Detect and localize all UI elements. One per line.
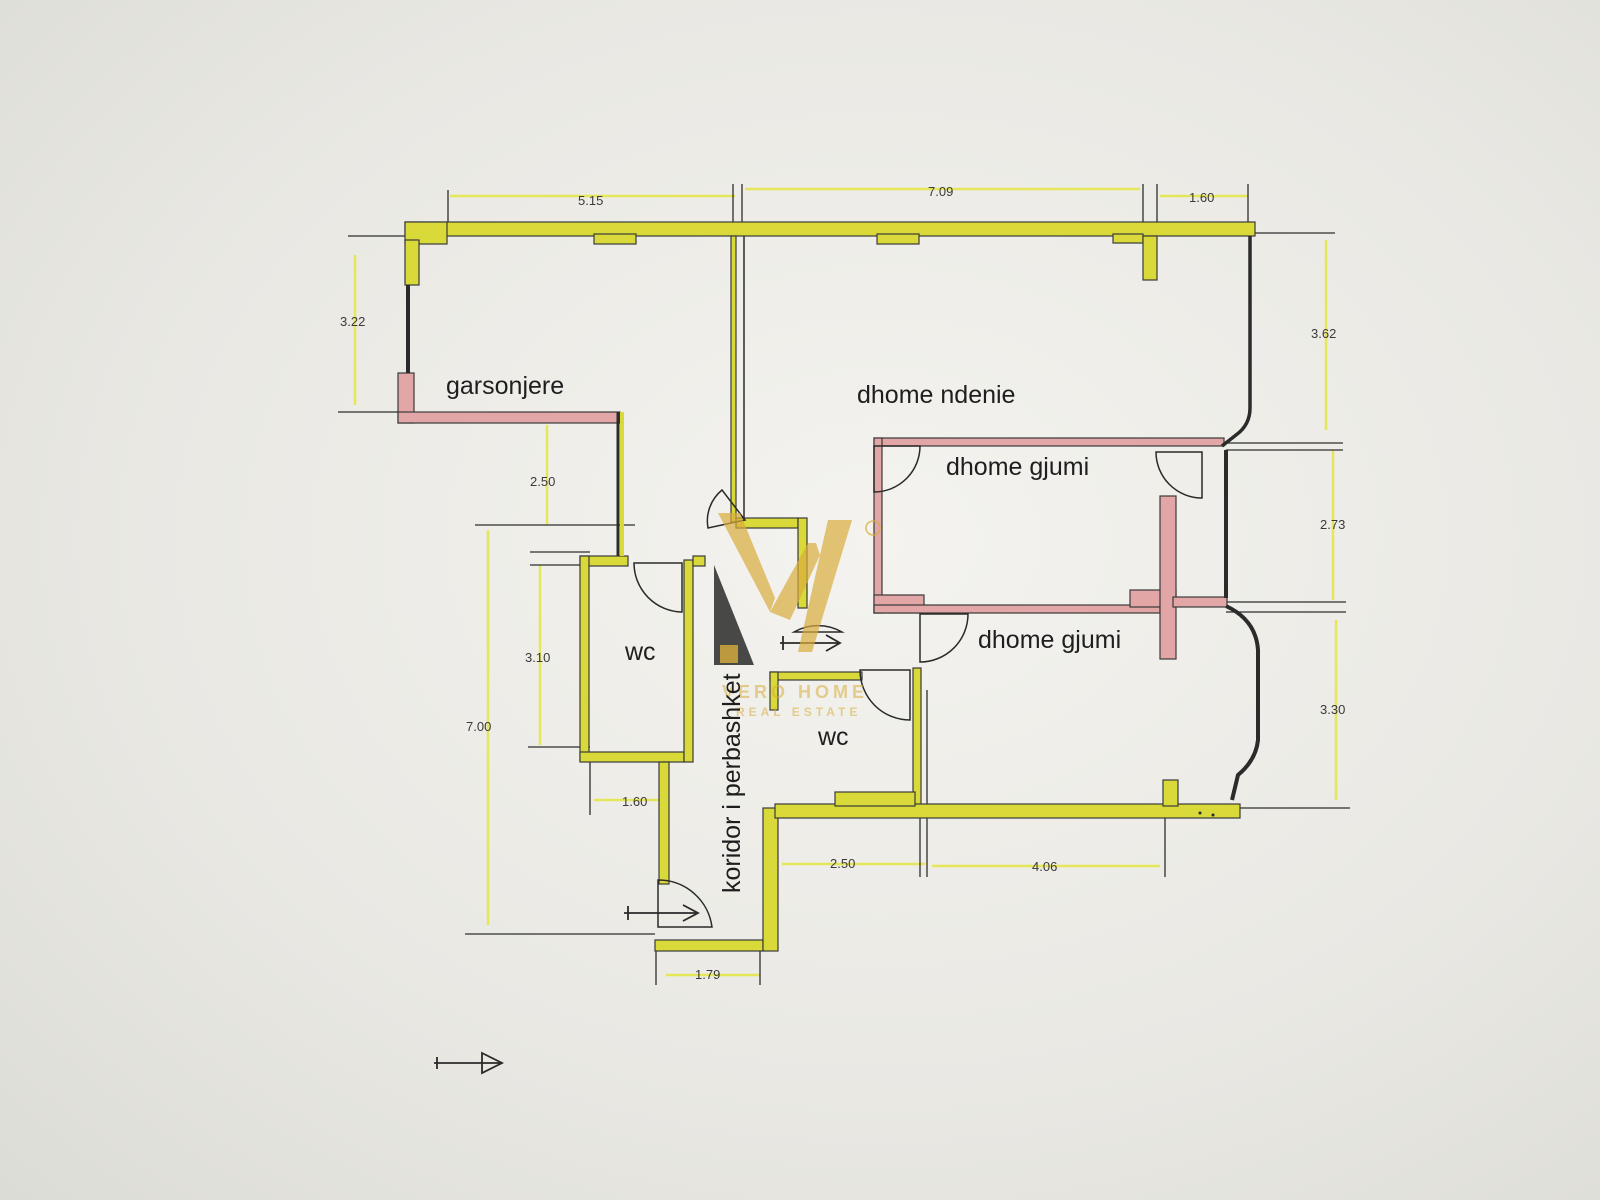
logo-v-mark xyxy=(718,513,775,612)
dim-left-upper: 3.22 xyxy=(340,314,365,329)
logo-h-mark xyxy=(770,543,820,620)
dim-top-right: 1.60 xyxy=(1189,190,1214,205)
dim-wc-height: 3.10 xyxy=(525,650,550,665)
registered-mark-icon xyxy=(865,520,881,536)
room-label-wc-2: wc xyxy=(817,723,849,751)
room-label-bedroom-2: dhome gjumi xyxy=(978,626,1121,654)
dim-right-middle: 2.73 xyxy=(1320,517,1345,532)
doors xyxy=(633,445,1203,928)
dimension-lines xyxy=(353,187,1338,977)
dim-bottom-mid: 2.50 xyxy=(830,856,855,871)
dim-bottom-right: 4.06 xyxy=(1032,859,1057,874)
dim-right-lower: 3.30 xyxy=(1320,702,1345,717)
north-arrow-icon xyxy=(434,1051,505,1075)
room-label-living: dhome ndenie xyxy=(857,381,1015,409)
house-window-icon xyxy=(720,645,738,663)
watermark-logo: VERO HOME REAL ESTATE xyxy=(714,513,881,719)
walls-dark xyxy=(406,236,1260,801)
walls-yellow xyxy=(404,221,1256,952)
dim-right-upper: 3.62 xyxy=(1311,326,1336,341)
entrance-arrow-icon xyxy=(624,904,700,922)
wall-marks xyxy=(1198,811,1215,817)
room-label-bedroom-1: dhome gjumi xyxy=(946,453,1089,481)
dim-top-middle: 7.09 xyxy=(928,184,953,199)
room-label-corridor: koridor i perbashket xyxy=(718,673,746,893)
logo-h-right-mark xyxy=(798,520,852,652)
dim-top-left: 5.15 xyxy=(578,193,603,208)
dimension-labels: 5.15 7.09 1.60 3.22 2.50 3.10 7.00 1.60 … xyxy=(340,184,1345,982)
logo-dark-mark xyxy=(714,565,754,665)
watermark-sub: REAL ESTATE xyxy=(736,705,861,719)
dim-entrance-width: 1.79 xyxy=(695,967,720,982)
dim-left-total: 7.00 xyxy=(466,719,491,734)
dim-left-corridor: 2.50 xyxy=(530,474,555,489)
room-label-garsonjere: garsonjere xyxy=(446,372,564,400)
walls-pink xyxy=(397,372,1228,660)
dim-wc-width: 1.60 xyxy=(622,794,647,809)
room-label-wc-1: wc xyxy=(624,638,656,666)
watermark-brand: VERO HOME xyxy=(722,682,868,702)
